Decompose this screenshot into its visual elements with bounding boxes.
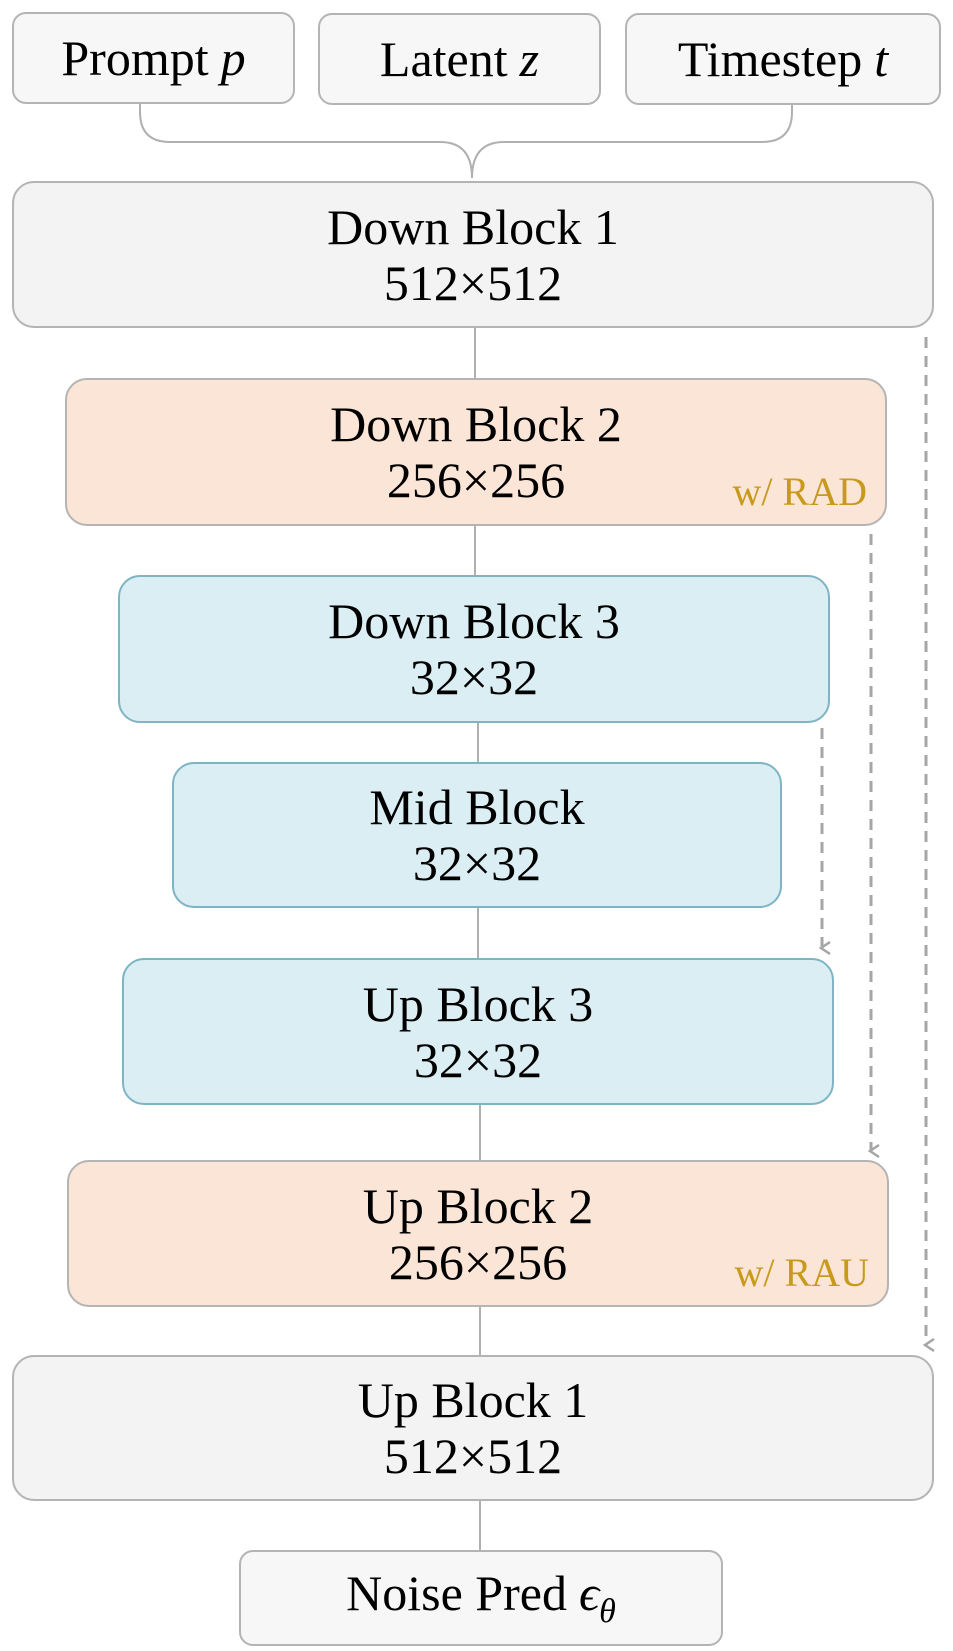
down-block-3-size: 32×32 (409, 649, 539, 705)
up-block-2-tag: w/ RAU (734, 1250, 869, 1295)
mid-block: Mid Block 32×32 (172, 762, 782, 908)
up-block-3-size: 32×32 (413, 1031, 543, 1088)
up-block-3-name: Up Block 3 (362, 975, 594, 1032)
input-brace (139, 103, 793, 179)
down-block-2-tag: w/ RAD (732, 469, 867, 514)
down-block-3: Down Block 3 32×32 (118, 575, 830, 723)
input-latent-symbol: z (519, 31, 540, 87)
down-block-2-size: 256×256 (386, 452, 566, 508)
input-timestep-symbol: t (874, 31, 889, 87)
output-subscript: θ (599, 1592, 616, 1630)
down-block-1-name: Down Block 1 (327, 198, 619, 255)
mid-block-size: 32×32 (412, 835, 542, 891)
up-block-2: Up Block 2 256×256 w/ RAU (67, 1160, 889, 1307)
up-block-2-size: 256×256 (388, 1233, 568, 1290)
down-block-1-size: 512×512 (383, 254, 563, 311)
input-latent-label: Latent (379, 31, 508, 87)
input-prompt-symbol: p (220, 30, 246, 86)
up-block-3: Up Block 3 32×32 (122, 958, 834, 1105)
up-block-1: Up Block 1 512×512 (12, 1355, 934, 1501)
up-block-2-name: Up Block 2 (362, 1177, 594, 1234)
up-block-1-name: Up Block 1 (357, 1372, 589, 1428)
down-block-1: Down Block 1 512×512 (12, 181, 934, 328)
output-label: Noise Pred (346, 1564, 567, 1621)
input-timestep-label: Timestep (677, 31, 863, 87)
input-prompt-label: Prompt (61, 30, 209, 86)
output-symbol: ϵ (578, 1564, 600, 1621)
down-block-2: Down Block 2 256×256 w/ RAD (65, 378, 887, 526)
down-block-2-name: Down Block 2 (330, 396, 622, 452)
down-block-3-name: Down Block 3 (328, 593, 620, 649)
mid-block-name: Mid Block (369, 779, 585, 835)
up-block-1-size: 512×512 (383, 1428, 563, 1484)
